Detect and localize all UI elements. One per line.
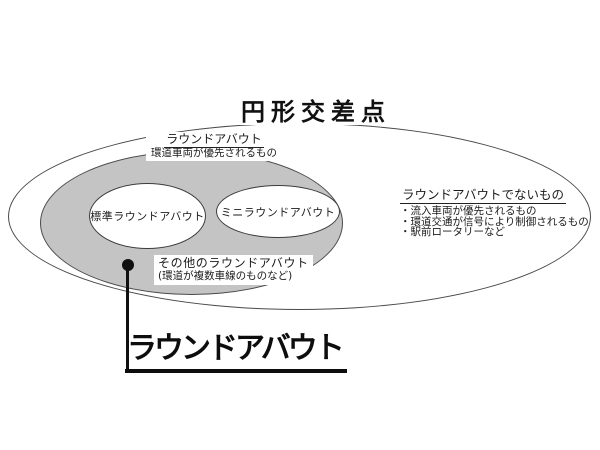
non-roundabout-list: ラウンドアバウトでないもの ・流入車両が優先されるもの ・環道交通が信号により制… (400, 187, 589, 239)
callout-underline (125, 369, 347, 373)
non-roundabout-header-row: ラウンドアバウトでないもの (400, 187, 589, 204)
other-roundabout-label: その他のラウンドアバウト (環道が複数車線のものなど) (154, 255, 313, 285)
non-roundabout-item: ・環道交通が信号により制御されるもの (400, 215, 589, 228)
non-roundabout-header: ラウンドアバウトでないもの (400, 187, 567, 204)
other-roundabout-title: その他のラウンドアバウト (158, 256, 309, 270)
non-roundabout-item: ・流入車両が優先されるもの (400, 205, 537, 217)
standard-roundabout-label: 標準ラウンドアバウト (90, 210, 205, 223)
callout-label: ラウンドアバウト (127, 331, 345, 366)
roundabout-set-title-row: ラウンドアバウト (146, 132, 282, 148)
mini-roundabout-label: ミニラウンドアバウト (220, 205, 336, 219)
other-roundabout-subtitle: (環道が複数車線のものなど) (158, 270, 293, 282)
mini-roundabout-ellipse: ミニラウンドアバウト (216, 185, 340, 238)
callout-connector-line (126, 265, 129, 370)
roundabout-set-label: ラウンドアバウト 環道車両が優先されるもの (146, 132, 282, 161)
non-roundabout-item: ・駅前ロータリーなど (400, 226, 505, 239)
roundabout-set-subtitle: 環道車両が優先されるもの (151, 147, 277, 159)
diagram-title: 円形交差点 (231, 99, 401, 125)
standard-roundabout-ellipse: 標準ラウンドアバウト (89, 183, 206, 249)
roundabout-set-title: ラウンドアバウト (164, 132, 264, 148)
